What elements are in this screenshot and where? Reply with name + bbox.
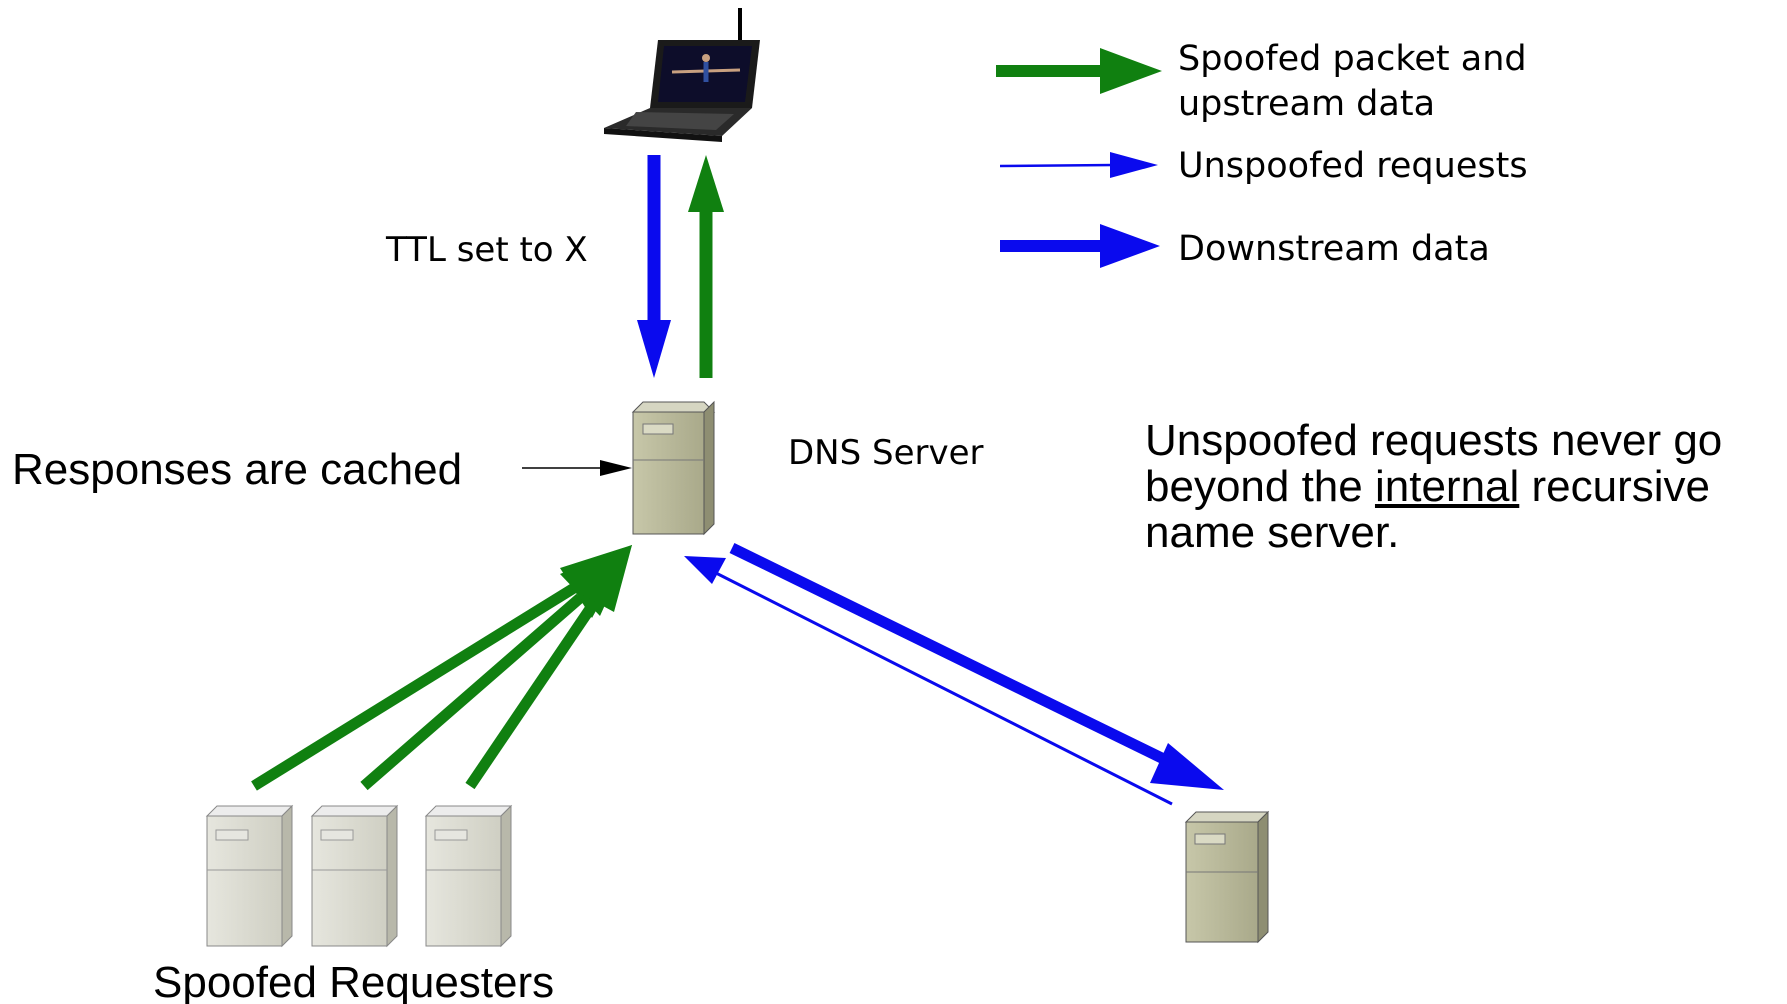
legend-downstream-arrow [1000, 224, 1160, 268]
legend-downstream-label: Downstream data [1178, 229, 1490, 269]
spoofed-requesters-label: Spoofed Requesters [153, 958, 554, 1004]
dns-server-icon [631, 400, 716, 536]
spoofed-requester-icon [205, 804, 294, 948]
note-line-1: Unspoofed requests never go [1145, 416, 1723, 465]
unspoofed-note: Unspoofed requests never go beyond the i… [1145, 418, 1785, 556]
legend-unspoofed-label: Unspoofed requests [1178, 146, 1528, 186]
responses-cached-label: Responses are cached [12, 445, 462, 494]
spoofed-upstream-arrow [688, 155, 724, 378]
downstream-arrow [637, 155, 671, 378]
legend-spoofed-arrow [996, 48, 1162, 94]
upstream-server-icon [1184, 810, 1270, 944]
legend-spoofed-label-line1: Spoofed packet and [1178, 39, 1527, 79]
note-line-2-before: beyond the [1145, 462, 1375, 511]
spoofed-request-arrow [465, 545, 632, 790]
downstream-data-arrow [729, 543, 1224, 790]
note-line-3: name server. [1145, 508, 1400, 557]
spoofed-requester-icon [310, 804, 399, 948]
unspoofed-request-arrow [684, 556, 1173, 806]
ttl-label: TTL set to X [385, 230, 588, 270]
note-line-2-after: recursive [1519, 462, 1711, 511]
legend-unspoofed-arrow [999, 152, 1158, 178]
note-line-2: beyond the internal recursive [1145, 464, 1785, 510]
note-internal-word: internal [1374, 462, 1520, 511]
cache-pointer-arrow [522, 460, 632, 476]
spoofed-requester-icon [424, 804, 513, 948]
legend-spoofed-label-line2: upstream data [1178, 84, 1435, 124]
dns-server-label: DNS Server [788, 433, 984, 473]
laptop-icon [604, 8, 760, 142]
